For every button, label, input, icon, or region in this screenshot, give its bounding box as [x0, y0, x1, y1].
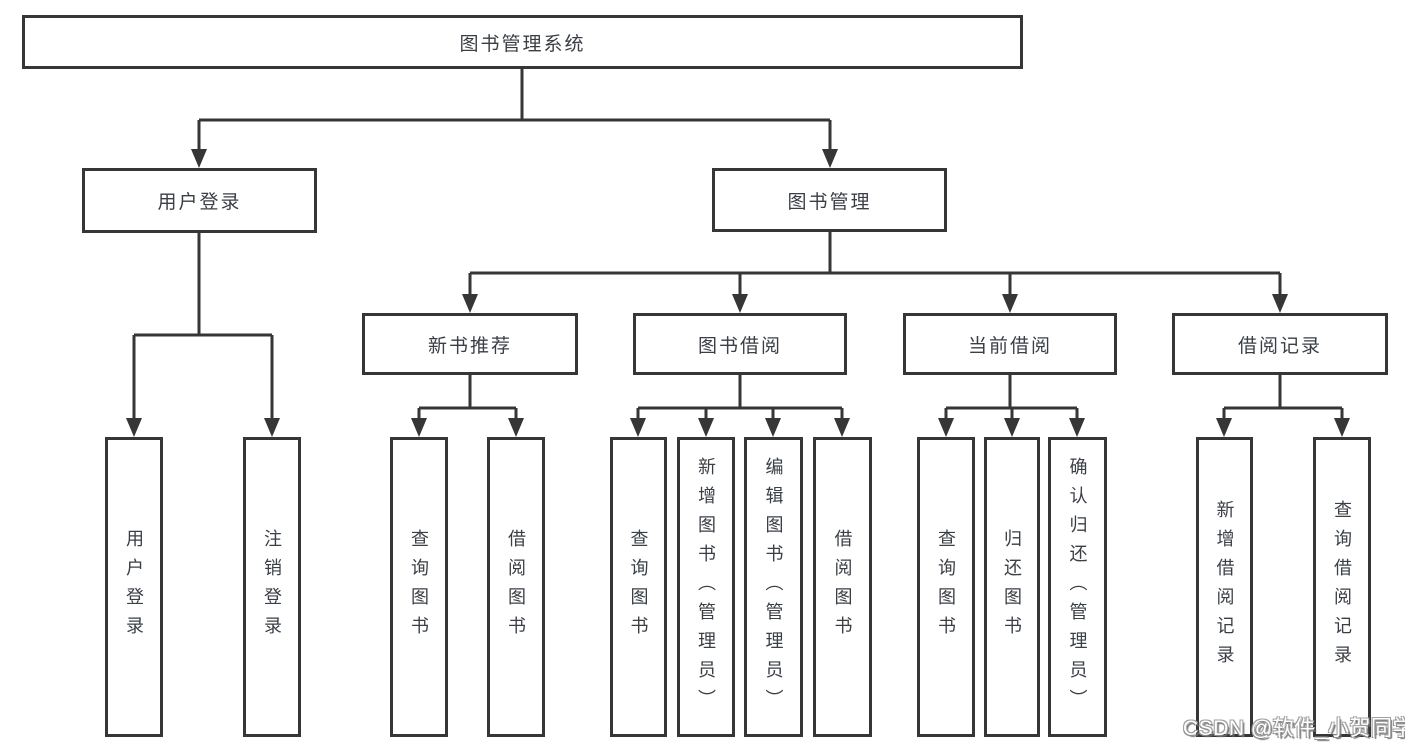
- node-current-borrowing: 当前借阅: [903, 313, 1117, 375]
- leaf-label: 新增图书（管理员）: [696, 456, 716, 718]
- leaf-label: 查询图书: [936, 529, 956, 645]
- leaf-label: 确认归还（管理员）: [1067, 456, 1088, 718]
- leaf-user-login: 用户登录: [105, 437, 163, 737]
- leaf-label: 查询图书: [409, 529, 429, 645]
- csdn-watermark: CSDN @软件_小贺同学: [1183, 717, 1405, 740]
- node-user-login-branch: 用户登录: [82, 168, 317, 233]
- leaf-label: 新增借阅记录: [1214, 500, 1235, 674]
- node-label: 新书推荐: [427, 335, 512, 357]
- leaf-logout: 注销登录: [243, 437, 301, 737]
- connector-newrec-to-leaves: [417, 375, 518, 420]
- leaf-label: 借阅图书: [506, 529, 526, 645]
- leaf-query-books-current: 查询图书: [917, 437, 975, 737]
- leaf-add-books-admin: 新增图书（管理员）: [677, 437, 735, 737]
- leaf-edit-books-admin: 编辑图书（管理员）: [744, 437, 803, 737]
- leaf-label: 编辑图书（管理员）: [763, 456, 784, 718]
- node-label: 图书借阅: [697, 335, 782, 357]
- leaf-query-books-newrec: 查询图书: [390, 437, 448, 737]
- leaf-label: 查询图书: [628, 529, 649, 645]
- leaf-label: 借阅图书: [832, 529, 853, 645]
- connector-userlogin-to-leaves: [132, 233, 274, 420]
- leaf-label: 查询借阅记录: [1332, 500, 1352, 674]
- node-label: 当前借阅: [967, 335, 1052, 357]
- leaf-label: 归还图书: [1002, 529, 1022, 645]
- leaf-confirm-return-admin: 确认归还（管理员）: [1048, 437, 1107, 737]
- node-library-management-system: 图书管理系统: [22, 15, 1023, 69]
- leaf-borrow-books: 借阅图书: [813, 437, 872, 737]
- leaf-borrow-books-newrec: 借阅图书: [487, 437, 545, 737]
- leaf-return-books: 归还图书: [984, 437, 1040, 737]
- leaf-add-borrow-record: 新增借阅记录: [1196, 437, 1253, 737]
- node-label: 图书管理: [787, 191, 872, 213]
- connector-root-to-level2: [197, 69, 832, 151]
- node-borrowing-records: 借阅记录: [1172, 313, 1388, 375]
- node-label: 用户登录: [157, 192, 242, 213]
- node-label: 借阅记录: [1237, 335, 1322, 357]
- arrowheads: [126, 149, 1350, 437]
- node-new-book-recommend: 新书推荐: [362, 313, 578, 375]
- connector-current-to-leaves: [944, 375, 1079, 420]
- leaf-query-borrow-record: 查询借阅记录: [1313, 437, 1371, 737]
- connector-bookmgmt-to-level3: [468, 232, 1282, 296]
- leaf-query-books-borrow: 查询图书: [610, 437, 667, 737]
- leaf-label: 用户登录: [124, 529, 144, 645]
- node-label: 图书管理系统: [459, 33, 586, 55]
- node-book-borrowing: 图书借阅: [633, 313, 847, 375]
- connector-borrow-to-leaves: [636, 375, 844, 420]
- leaf-label: 注销登录: [262, 529, 282, 645]
- node-book-management-branch: 图书管理: [712, 168, 947, 232]
- connector-records-to-leaves: [1222, 375, 1344, 420]
